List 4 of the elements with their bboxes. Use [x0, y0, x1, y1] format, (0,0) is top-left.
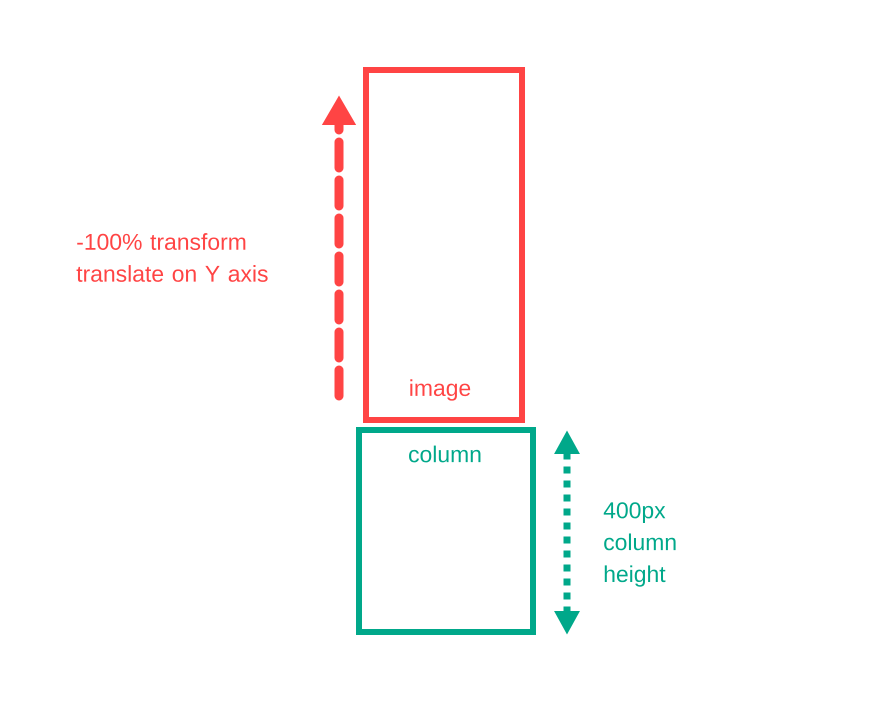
column-box: column — [356, 427, 536, 635]
annotation-text: 400px column height — [604, 502, 676, 587]
image-box: image — [363, 67, 525, 423]
annotation-text: -100% transform translate on Y axis — [76, 233, 268, 282]
